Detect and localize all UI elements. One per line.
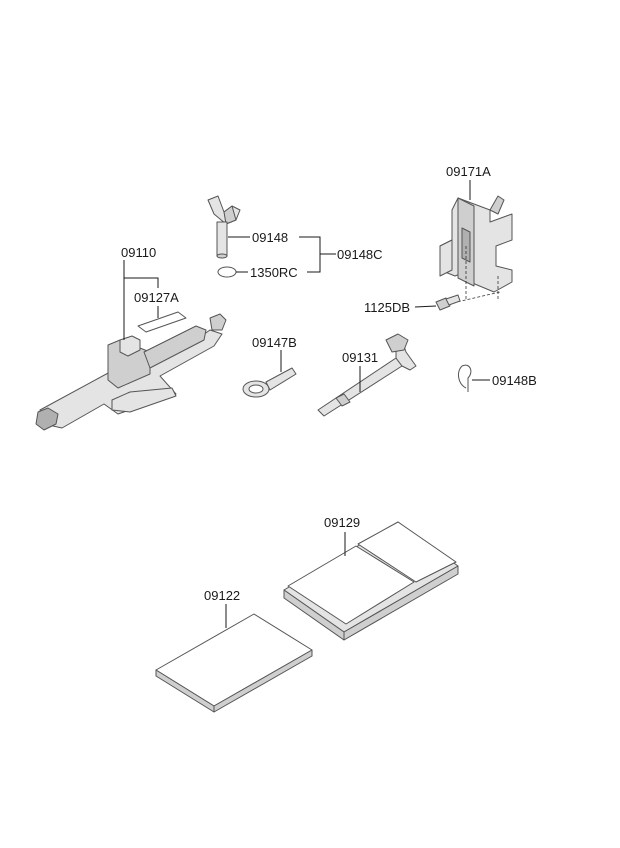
bolt-part (435, 294, 461, 311)
label-1125DB: 1125DB (364, 300, 410, 315)
label-09110: 09110 (121, 245, 156, 260)
part-labels: 09171A 09148 09148C 1350RC 09110 09127A … (121, 164, 537, 603)
label-09148B: 09148B (492, 373, 537, 388)
o-ring-part (217, 266, 237, 278)
leader-lines (123, 180, 490, 628)
label-09131: 09131 (342, 350, 378, 365)
wheel-wrench-part (317, 333, 417, 417)
label-09129: 09129 (324, 515, 360, 530)
tow-hook-part (242, 367, 297, 398)
tool-case-part (283, 521, 459, 641)
label-09127A: 09127A (134, 290, 179, 305)
label-09171A: 09171A (446, 164, 491, 179)
jack-part (35, 313, 227, 431)
label-09122: 09122 (204, 588, 240, 603)
label-09148: 09148 (252, 230, 288, 245)
clip-part (458, 364, 472, 392)
label-1350RC: 1350RC (250, 265, 298, 280)
wing-bolt-part (207, 195, 241, 259)
label-09148C: 09148C (337, 247, 383, 262)
bracket-part (439, 195, 513, 305)
label-09147B: 09147B (252, 335, 297, 350)
tool-tray-part (155, 613, 313, 713)
jack-label-part (137, 311, 187, 333)
